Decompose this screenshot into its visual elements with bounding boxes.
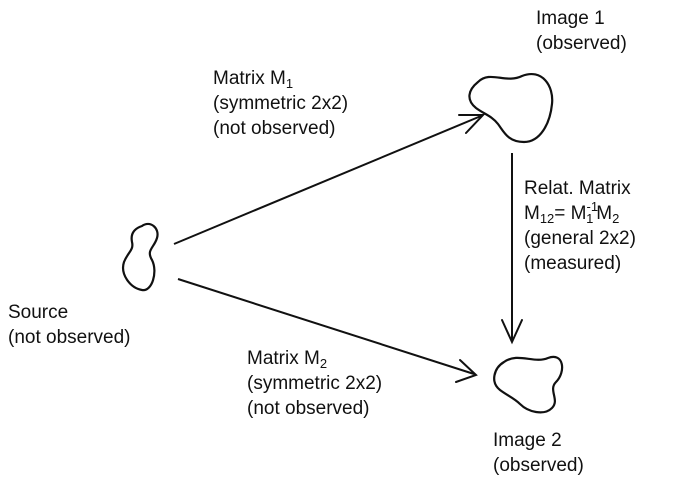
matrix1-subscript: 1 (285, 76, 294, 91)
image2-status: (observed) (493, 455, 584, 476)
image1-blob (468, 73, 554, 144)
matrix2-subscript: 2 (319, 356, 328, 371)
relative-m-sub: 12 (539, 211, 555, 226)
image1-status: (observed) (536, 33, 627, 54)
relative-title: Relat. Matrix (524, 178, 631, 199)
matrix2-type: (symmetric 2x2) (247, 373, 383, 394)
image2-label: Image 2 (observed) (493, 428, 584, 478)
arrow-m1 (173, 115, 482, 245)
arrow-m2 (177, 278, 475, 375)
matrix2-status: (not observed) (247, 398, 370, 419)
image2-title: Image 2 (493, 430, 562, 451)
relative-inv-sup: -1 (586, 199, 599, 214)
source-label: Source (not observed) (8, 300, 131, 350)
relative-m: M (524, 203, 540, 224)
relative-type: (general 2x2) (524, 228, 636, 249)
matrix1-status: (not observed) (213, 118, 336, 139)
image1-label: Image 1 (observed) (536, 6, 627, 56)
relative-m2-sub: 2 (612, 211, 620, 226)
matrix1-type: (symmetric 2x2) (213, 93, 349, 114)
relative-inv-sub: 1 (586, 211, 594, 226)
source-status: (not observed) (8, 327, 131, 348)
arrow-m12-head (501, 319, 523, 345)
relative-m2: M (596, 203, 613, 224)
image1-title: Image 1 (536, 8, 605, 29)
arrow-m2-head (455, 359, 478, 383)
relative-eq: = M (554, 203, 587, 224)
source-title: Source (8, 302, 69, 323)
matrix2-label: Matrix M2 (symmetric 2x2) (not observed) (247, 346, 382, 421)
matrix2-title: Matrix M2 (247, 346, 382, 371)
matrix1-title: Matrix M1 (213, 66, 348, 91)
arrow-m1-head (458, 114, 486, 134)
source-blob (122, 222, 159, 292)
relative-status: (measured) (524, 253, 622, 274)
matrix2-prefix: Matrix M (247, 348, 320, 369)
image2-blob (493, 355, 564, 414)
matrix1-prefix: Matrix M (213, 68, 286, 89)
matrix1-label: Matrix M1 (symmetric 2x2) (not observed) (213, 66, 348, 141)
